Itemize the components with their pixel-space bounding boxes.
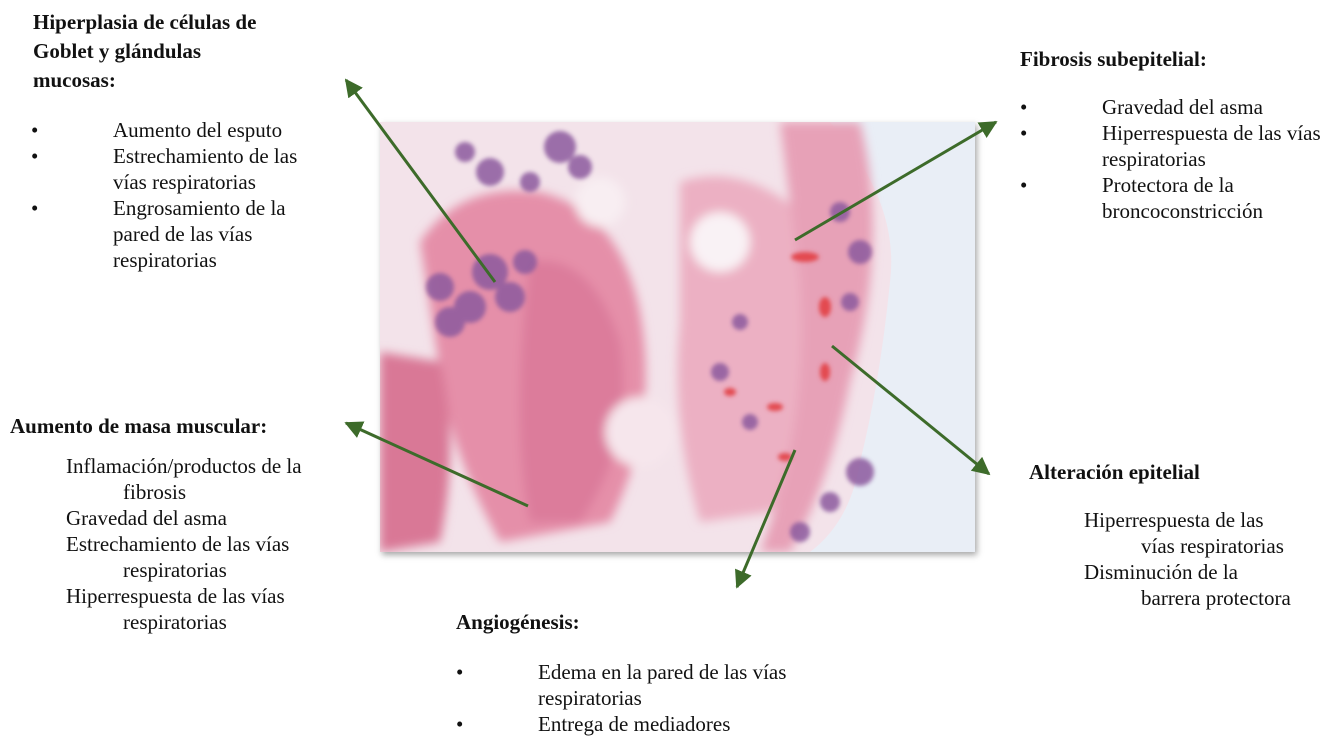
- list-item: Estrechamiento de las víasrespiratorias: [66, 531, 380, 583]
- list-item: •Gravedad del asma: [1020, 94, 1338, 120]
- epithelial-section: Alteración epitelial Hiperrespuesta de l…: [1029, 458, 1339, 611]
- list-item: •Protectora de la broncoconstricción: [1020, 172, 1338, 224]
- list-item: •Estrechamiento de las vías respiratoria…: [31, 143, 331, 195]
- list-item: •Entrega de mediadores: [456, 711, 826, 737]
- list-item: •Engrosamiento de la pared de las vías r…: [31, 195, 331, 273]
- epithelial-list: Hiperrespuesta de lasvías respiratorias …: [1084, 507, 1339, 611]
- goblet-heading-line: Hiperplasia de células de: [33, 8, 353, 37]
- list-item: •Edema en la pared de las vías respirato…: [456, 659, 826, 711]
- angio-list: •Edema en la pared de las vías respirato…: [456, 659, 826, 737]
- histology-image: [380, 122, 975, 552]
- goblet-list: •Aumento del esputo •Estrechamiento de l…: [31, 117, 331, 273]
- muscle-list: Inflamación/productos de lafibrosis Grav…: [66, 453, 380, 635]
- angio-section: Angiogénesis: •Edema en la pared de las …: [456, 608, 836, 737]
- fibrosis-section: Fibrosis subepitelial: •Gravedad del asm…: [1020, 45, 1339, 224]
- epithelial-heading: Alteración epitelial: [1029, 458, 1339, 487]
- goblet-heading: Hiperplasia de células de Goblet y glánd…: [33, 8, 353, 95]
- muscle-heading: Aumento de masa muscular:: [10, 412, 380, 441]
- list-item: Gravedad del asma: [66, 505, 380, 531]
- fibrosis-heading: Fibrosis subepitelial:: [1020, 45, 1339, 74]
- goblet-heading-line: Goblet y glándulas: [33, 37, 353, 66]
- list-item: Hiperrespuesta de las víasrespiratorias: [66, 583, 380, 635]
- list-item: Disminución de labarrera protectora: [1084, 559, 1339, 611]
- list-item: •Aumento del esputo: [31, 117, 331, 143]
- list-item: Inflamación/productos de lafibrosis: [66, 453, 380, 505]
- fibrosis-list: •Gravedad del asma •Hiperrespuesta de la…: [1020, 94, 1338, 224]
- list-item: Hiperrespuesta de lasvías respiratorias: [1084, 507, 1339, 559]
- goblet-section: Hiperplasia de células de Goblet y glánd…: [33, 8, 353, 273]
- goblet-heading-line: mucosas:: [33, 66, 353, 95]
- muscle-section: Aumento de masa muscular: Inflamación/pr…: [10, 412, 380, 635]
- angio-heading: Angiogénesis:: [456, 608, 836, 637]
- list-item: •Hiperrespuesta de las vías respiratoria…: [1020, 120, 1338, 172]
